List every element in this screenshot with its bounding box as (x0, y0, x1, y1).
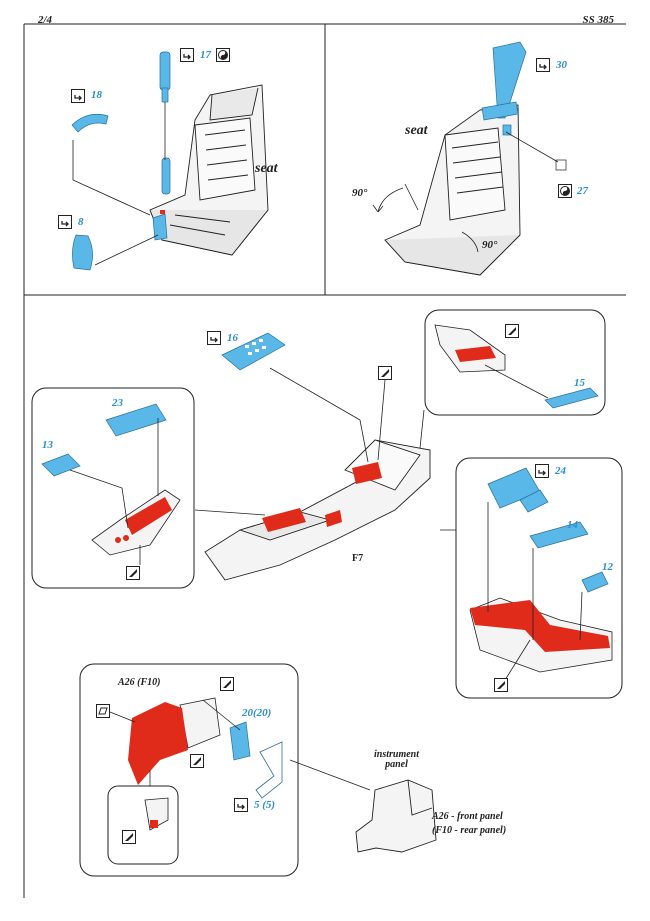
fold-icon (71, 89, 85, 103)
seat-right-leaders (372, 131, 559, 253)
page-number: 2/4 (38, 14, 53, 26)
part-27-etch (555, 159, 567, 171)
part-17-handle (161, 157, 171, 195)
glue-icon (505, 324, 519, 338)
part-13-etch (41, 453, 81, 477)
instrument-panel-drawing (355, 779, 437, 853)
part-number-20: 20(20) (242, 707, 272, 719)
glue-icon (220, 677, 234, 691)
part-number-17: 17 (200, 49, 211, 61)
fold-icon (234, 798, 248, 812)
fold-icon (535, 464, 549, 478)
inset-right-leaders (487, 502, 583, 681)
part-18-etch (71, 113, 109, 133)
glue-icon (378, 366, 392, 380)
part-17-etch (159, 51, 171, 91)
glue-icon (494, 678, 508, 692)
label-rear-panel: (F10 - rear panel) (432, 825, 507, 836)
label-seat-right: seat (405, 123, 428, 138)
part-16-etch (221, 332, 286, 371)
part-8-etch (72, 234, 93, 271)
seat-left-blue-parts (71, 51, 171, 271)
label-f7: F7 (352, 553, 364, 564)
part-number-12: 12 (602, 561, 613, 573)
inset-top-right-red (455, 346, 496, 362)
inset-left-leaders (69, 418, 159, 565)
cockpit-tub-drawing (204, 439, 431, 581)
part-20-etch (229, 721, 251, 761)
part-number-24: 24 (555, 465, 566, 477)
part-23-etch (105, 403, 167, 437)
part-15-etch (544, 387, 599, 409)
seat-left-leaders (72, 102, 166, 266)
cockpit-tub-leaders (194, 367, 458, 531)
fold-icon (536, 58, 550, 72)
part-number-30: 30 (556, 59, 567, 71)
small-inset-red (150, 820, 158, 828)
part-number-23: 23 (112, 397, 123, 409)
part-number-14: 14 (567, 519, 578, 531)
seat-left-red-parts (160, 210, 165, 214)
part-number-13: 13 (42, 439, 53, 451)
part-number-18: 18 (91, 89, 102, 101)
label-instrument-panel: instrument panel (374, 749, 420, 770)
part-number-27: 27 (577, 185, 588, 197)
part-14-etch (529, 521, 589, 549)
inset-right-red (470, 600, 610, 652)
a26-red-side (128, 702, 188, 785)
sheet-code: SS 385 (582, 14, 615, 26)
seat-right-drawing (384, 104, 521, 276)
seat-left-drawing (149, 84, 269, 256)
part-24-etch (487, 467, 549, 513)
glue-icon (190, 754, 204, 768)
part-number-8: 8 (78, 216, 84, 228)
part-number-15: 15 (574, 377, 585, 389)
label-angle-right: 90° (482, 239, 498, 251)
part-5-etch (255, 741, 283, 799)
part-16-holes (245, 339, 266, 355)
glue-icon (126, 566, 140, 580)
fold-icon (207, 331, 221, 345)
part-15-leader (484, 364, 549, 399)
label-a26: A26 (F10) (118, 677, 161, 688)
fold-icon (58, 215, 72, 229)
part-number-5: 5 (5) (254, 799, 276, 811)
seat-right-blue-parts (481, 41, 567, 171)
fold-icon (180, 48, 194, 62)
paint-color-icon (558, 184, 572, 198)
flat-panel-icon (96, 704, 110, 718)
label-angle-left: 90° (352, 187, 368, 199)
part-12-etch (581, 571, 609, 593)
bottom-inset-leaders (109, 699, 371, 791)
part-number-16: 16 (227, 332, 238, 344)
cockpit-tub-red-areas (262, 462, 382, 532)
inset-left-red (115, 497, 172, 543)
label-front-panel: A26 - front panel (432, 811, 503, 822)
paint-color-icon (216, 48, 230, 62)
label-seat-left: seat (255, 161, 278, 176)
glue-icon (122, 830, 136, 844)
